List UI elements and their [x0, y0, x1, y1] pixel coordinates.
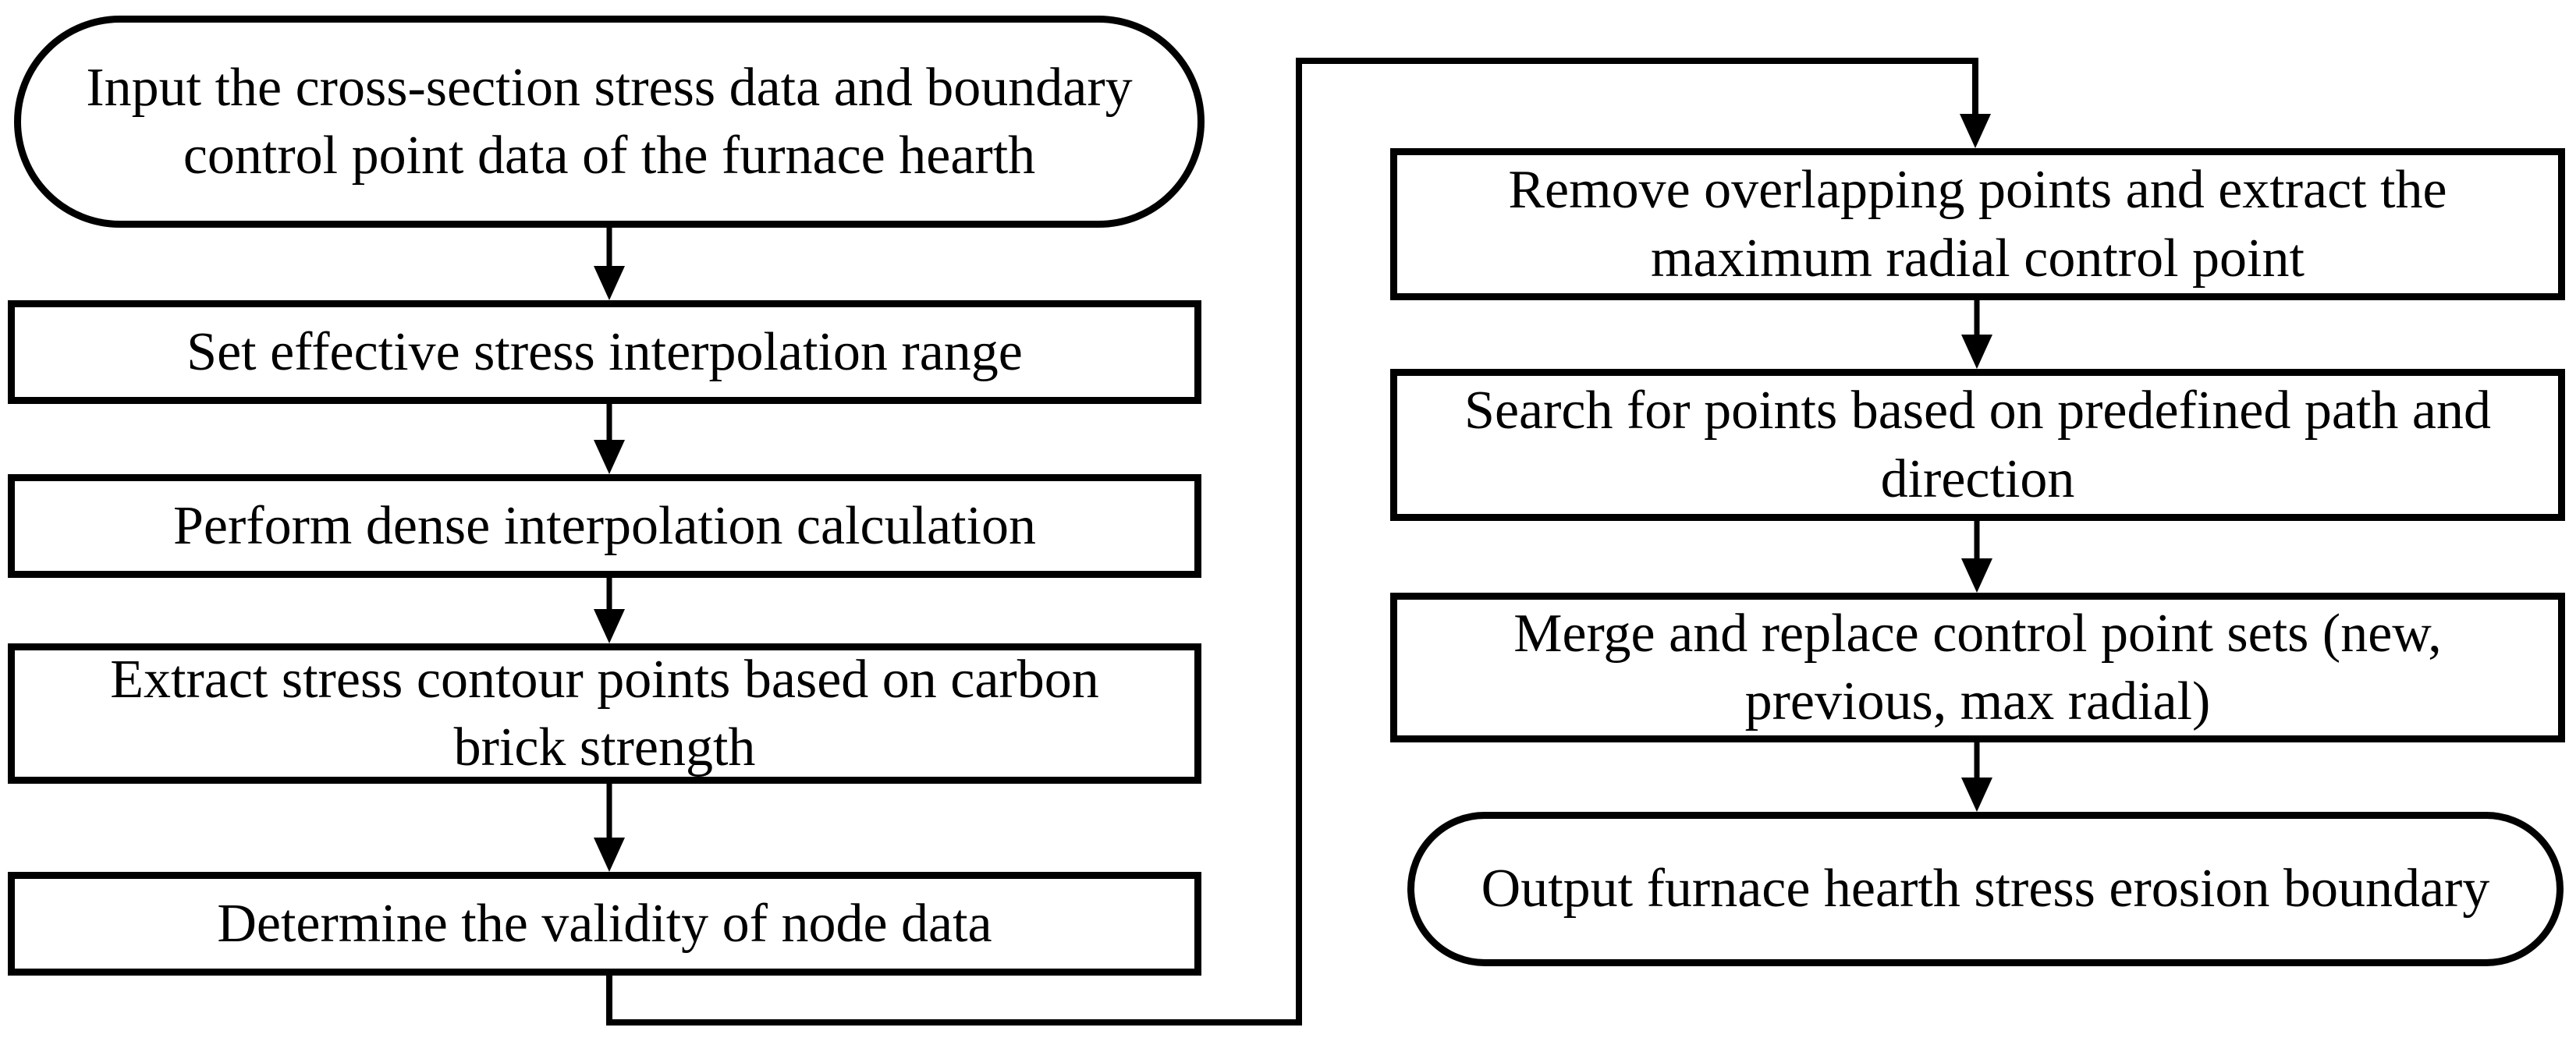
- node-merge-replace: Merge and replace control point sets (ne…: [1390, 593, 2565, 742]
- arrow-search-points-to-merge-replace: [1961, 519, 1992, 593]
- node-output-label: Output furnace hearth stress erosion bou…: [1481, 859, 2490, 919]
- node-extract-contour: Extract stress contour points based on c…: [8, 643, 1201, 784]
- node-dense-interp-label: Perform dense interpolation calculation: [172, 495, 1037, 556]
- node-output: Output furnace hearth stress erosion bou…: [1407, 812, 2564, 966]
- arrow-extract-contour-to-validity: [594, 782, 625, 872]
- node-start-label: Input the cross-section stress data and …: [86, 57, 1133, 186]
- node-validity: Determine the validity of node data: [8, 872, 1201, 976]
- connector-validity-to-remove-overlap: [606, 58, 1991, 1026]
- node-set-range-label: Set effective stress interpolation range: [186, 321, 1023, 382]
- node-start: Input the cross-section stress data and …: [14, 16, 1205, 228]
- node-remove-overlap-label: Remove overlapping points and extract th…: [1508, 160, 2447, 289]
- node-search-points-label: Search for points based on predefined pa…: [1464, 381, 2491, 509]
- node-search-points: Search for points based on predefined pa…: [1390, 369, 2565, 521]
- node-extract-contour-label: Extract stress contour points based on c…: [110, 649, 1099, 778]
- node-merge-replace-label: Merge and replace control point sets (ne…: [1513, 603, 2442, 732]
- node-validity-label: Determine the validity of node data: [217, 893, 992, 954]
- node-remove-overlap: Remove overlapping points and extract th…: [1390, 148, 2565, 300]
- arrow-merge-replace-to-output: [1961, 741, 1992, 812]
- arrow-remove-overlap-to-search-points: [1961, 299, 1992, 369]
- arrow-start-to-set-range: [594, 226, 625, 300]
- node-set-range: Set effective stress interpolation range: [8, 300, 1201, 404]
- arrow-set-range-to-dense-interp: [594, 402, 625, 474]
- arrow-dense-interp-to-extract-contour: [594, 576, 625, 643]
- node-dense-interp: Perform dense interpolation calculation: [8, 474, 1201, 578]
